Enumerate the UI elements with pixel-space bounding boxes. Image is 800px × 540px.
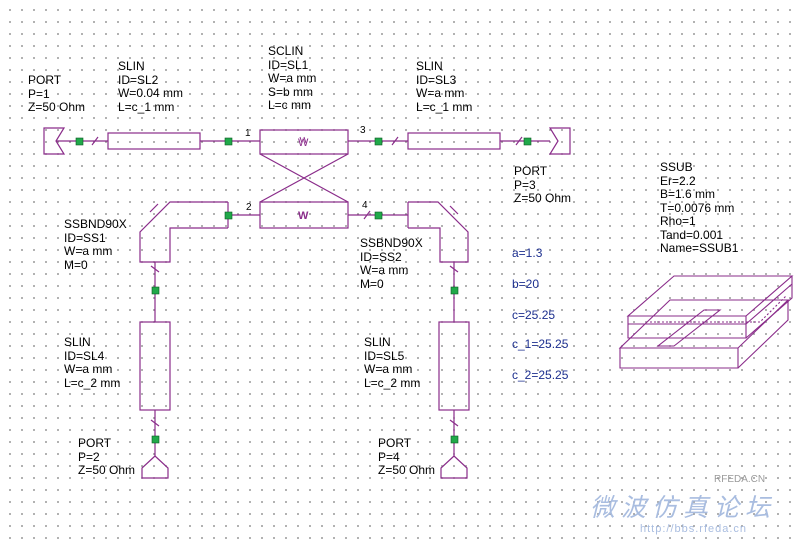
equation-b[interactable]: b=20: [512, 277, 540, 291]
slin-sl3-element[interactable]: [407, 132, 501, 150]
pin-number-1: 1: [245, 128, 251, 139]
equation-c[interactable]: c=25.25: [512, 308, 556, 322]
pin-number-4: 4: [362, 200, 368, 211]
watermark-url: http://bbs.rfeda.cn: [640, 523, 748, 535]
node[interactable]: [374, 211, 383, 220]
sclin-sl1-element[interactable]: [259, 129, 349, 229]
watermark-title: 微波仿真论坛: [590, 494, 777, 522]
pin-number-2: 2: [246, 202, 252, 213]
node[interactable]: [450, 435, 459, 444]
port-2-symbol[interactable]: [141, 455, 169, 479]
node[interactable]: [151, 286, 160, 295]
ssbnd90x-ss2-element[interactable]: [408, 201, 469, 263]
slin-sl2-element[interactable]: [107, 132, 201, 150]
substrate-3d-icon: [618, 275, 794, 369]
node[interactable]: [224, 211, 233, 220]
ssbnd90x-ss1-element[interactable]: [139, 201, 228, 263]
node[interactable]: [450, 286, 459, 295]
port-3-symbol[interactable]: [548, 127, 571, 155]
slin-sl5-element[interactable]: [438, 321, 470, 411]
watermark-site: RFEDA.CN: [714, 474, 766, 485]
node[interactable]: [75, 137, 84, 146]
equation-c1[interactable]: c_1=25.25: [512, 337, 569, 351]
coupled-line-symbol-top: W: [298, 137, 309, 149]
port-4-symbol[interactable]: [440, 455, 468, 479]
pin-number-3: 3: [360, 125, 366, 136]
slin-sl4-element[interactable]: [139, 321, 171, 411]
coupled-line-symbol-bottom: W: [298, 210, 309, 222]
node[interactable]: [151, 435, 160, 444]
node[interactable]: [374, 137, 383, 146]
node[interactable]: [523, 137, 532, 146]
node[interactable]: [224, 137, 233, 146]
equation-a[interactable]: a=1.3: [512, 246, 543, 260]
equation-c2[interactable]: c_2=25.25: [512, 368, 569, 382]
